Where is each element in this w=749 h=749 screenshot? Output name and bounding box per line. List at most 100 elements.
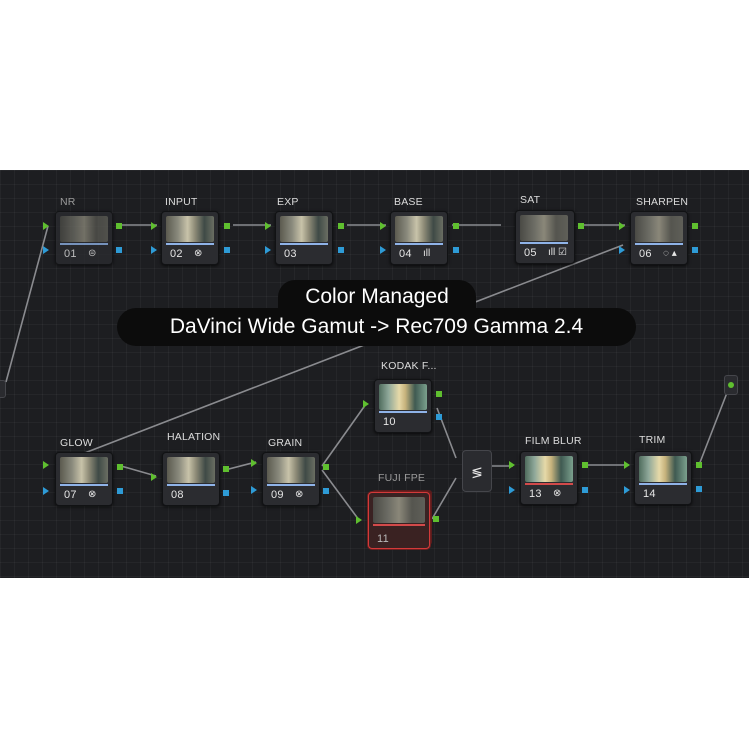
rgb-output-pin[interactable] xyxy=(582,462,588,468)
node-thumbnail xyxy=(60,216,108,242)
rgb-output-pin[interactable] xyxy=(578,223,584,229)
rgb-input-pin[interactable] xyxy=(43,461,49,469)
node-11-fuji-fpe[interactable]: 11 xyxy=(368,492,430,549)
key-input-pin[interactable] xyxy=(43,487,49,495)
key-output-pin[interactable] xyxy=(453,247,459,253)
mixer-icon[interactable]: ≶ xyxy=(462,450,492,492)
node-number: 04 xyxy=(399,248,412,260)
key-input-pin[interactable] xyxy=(265,246,271,254)
node-label-film-blur: FILM BLUR xyxy=(525,435,582,447)
rgb-input-pin[interactable] xyxy=(151,222,157,230)
rgb-input-pin[interactable] xyxy=(363,400,369,408)
rgb-output-pin[interactable] xyxy=(116,223,122,229)
rgb-input-pin[interactable] xyxy=(619,222,625,230)
checkbox-icon: ıll ☑ xyxy=(548,247,567,258)
output-icon[interactable] xyxy=(724,375,738,395)
node-14-trim[interactable]: 14 xyxy=(634,451,692,505)
node-label-nr: NR xyxy=(60,196,76,208)
key-output-pin[interactable] xyxy=(117,488,123,494)
key-input-pin[interactable] xyxy=(619,246,625,254)
key-output-pin[interactable] xyxy=(692,247,698,253)
rgb-output-pin[interactable] xyxy=(223,466,229,472)
node-thumbnail xyxy=(520,215,568,241)
node-thumbnail xyxy=(373,497,425,523)
node-06-sharpen[interactable]: 06 ◌ ▴ xyxy=(630,211,688,265)
node-02-input[interactable]: 02 ⊗ xyxy=(161,211,219,265)
node-thumbnail xyxy=(166,216,214,242)
rgb-input-pin[interactable] xyxy=(624,461,630,469)
node-number: 01 xyxy=(64,248,77,260)
node-number: 10 xyxy=(383,416,396,428)
node-08-halation[interactable]: 08 xyxy=(162,452,220,506)
input-source-node[interactable] xyxy=(0,380,6,398)
node-13-film-blur[interactable]: 13 ⊗ xyxy=(520,451,578,505)
tracker-icon: ◌ ▴ xyxy=(663,248,677,259)
node-number: 14 xyxy=(643,488,656,500)
rgb-output-pin[interactable] xyxy=(696,462,702,468)
node-09-grain[interactable]: 09 ⊗ xyxy=(262,452,320,506)
node-thumbnail xyxy=(379,384,427,410)
node-number: 03 xyxy=(284,248,297,260)
effect-icon: ⊗ xyxy=(194,248,203,259)
key-input-pin[interactable] xyxy=(509,486,515,494)
rgb-input-pin[interactable] xyxy=(251,459,257,467)
node-03-exp[interactable]: 03 xyxy=(275,211,333,265)
node-label-grain: GRAIN xyxy=(268,437,303,449)
node-01-nr[interactable]: 01 ⊜ xyxy=(55,211,113,265)
key-output-pin[interactable] xyxy=(338,247,344,253)
rgb-output-pin[interactable] xyxy=(692,223,698,229)
node-number: 13 xyxy=(529,488,542,500)
rgb-input-pin[interactable] xyxy=(380,222,386,230)
key-output-pin[interactable] xyxy=(223,490,229,496)
rgb-output-pin[interactable] xyxy=(224,223,230,229)
node-number: 11 xyxy=(377,533,390,545)
node-label-kodak: KODAK F... xyxy=(381,360,437,372)
rgb-output-pin[interactable] xyxy=(117,464,123,470)
rgb-input-pin[interactable] xyxy=(265,222,271,230)
key-input-pin[interactable] xyxy=(43,246,49,254)
key-input-pin[interactable] xyxy=(251,486,257,494)
key-output-pin[interactable] xyxy=(116,247,122,253)
node-10-kodak[interactable]: 10 xyxy=(374,379,432,433)
node-thumbnail xyxy=(525,456,573,482)
rgb-input-pin[interactable] xyxy=(43,222,49,230)
rgb-output-pin[interactable] xyxy=(338,223,344,229)
key-input-pin[interactable] xyxy=(380,246,386,254)
key-output-pin[interactable] xyxy=(436,414,442,420)
key-input-pin[interactable] xyxy=(624,486,630,494)
node-number: 09 xyxy=(271,489,284,501)
rgb-output-pin[interactable] xyxy=(436,391,442,397)
node-label-sharpen: SHARPEN xyxy=(636,196,689,208)
node-label-base: BASE xyxy=(394,196,423,208)
curves-icon: ıll xyxy=(423,248,431,259)
node-label-fuji: FUJI FPE xyxy=(378,472,426,484)
node-label-trim: TRIM xyxy=(639,434,666,446)
key-output-pin[interactable] xyxy=(224,247,230,253)
noise-reduction-icon: ⊜ xyxy=(88,248,97,259)
key-input-pin[interactable] xyxy=(151,246,157,254)
node-label-halation: HALATION xyxy=(167,431,221,443)
effect-icon: ⊗ xyxy=(88,489,97,500)
key-output-pin[interactable] xyxy=(696,486,702,492)
node-thumbnail xyxy=(639,456,687,482)
key-output-pin[interactable] xyxy=(582,487,588,493)
effect-icon: ⊗ xyxy=(295,489,304,500)
node-05-sat[interactable]: 05 ıll ☑ xyxy=(515,210,575,264)
node-thumbnail xyxy=(635,216,683,242)
node-number: 06 xyxy=(639,248,652,260)
node-label-exp: EXP xyxy=(277,196,299,208)
effect-icon: ⊗ xyxy=(553,488,562,499)
rgb-output-pin[interactable] xyxy=(323,464,329,470)
node-07-glow[interactable]: 07 ⊗ xyxy=(55,452,113,506)
rgb-output-pin[interactable] xyxy=(433,516,439,522)
node-thumbnail xyxy=(280,216,328,242)
node-04-base[interactable]: 04 ıll xyxy=(390,211,448,265)
rgb-output-pin[interactable] xyxy=(453,223,459,229)
node-graph-canvas[interactable]: NR 01 ⊜ INPUT 02 ⊗ EXP 03 BASE 04 ıll xyxy=(0,170,749,578)
node-number: 08 xyxy=(171,489,184,501)
key-output-pin[interactable] xyxy=(323,488,329,494)
node-thumbnail xyxy=(167,457,215,483)
rgb-input-pin[interactable] xyxy=(356,516,362,524)
rgb-input-pin[interactable] xyxy=(509,461,515,469)
rgb-input-pin[interactable] xyxy=(151,473,157,481)
